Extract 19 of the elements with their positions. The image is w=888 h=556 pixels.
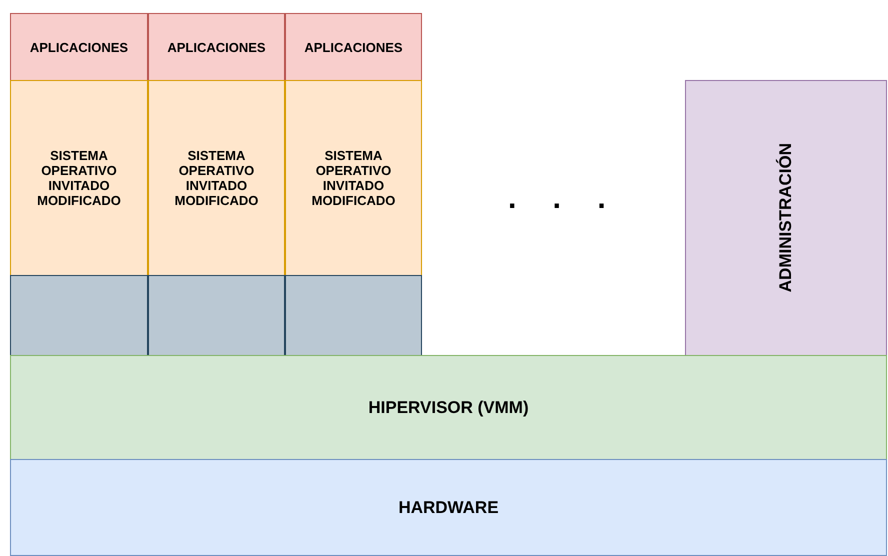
layer-label: HARDWARE [398,498,499,518]
layer-label: SISTEMA OPERATIVO INVITADO MODIFICADO [310,148,396,208]
layer-label: APLICACIONES [30,40,128,54]
layer-label: APLICACIONES [167,40,266,54]
layer-box [10,459,887,556]
layer-box [285,13,422,81]
layer-box [148,13,285,81]
layer-box [10,80,148,276]
layer-box [285,80,422,276]
ellipsis-text: . . . [508,182,620,216]
layer-label: ADMINISTRACIÓN [776,143,796,293]
layer-label: SISTEMA OPERATIVO INVITADO MODIFICADO [174,148,260,208]
layer-box [685,80,887,356]
layer-box [10,13,148,81]
layer-box [10,355,887,460]
layer-box [148,80,285,276]
layer-label: APLICACIONES [304,40,403,54]
layer-label: HIPERVISOR (VMM) [368,398,529,418]
layer-label: SISTEMA OPERATIVO INVITADO MODIFICADO [36,148,122,208]
